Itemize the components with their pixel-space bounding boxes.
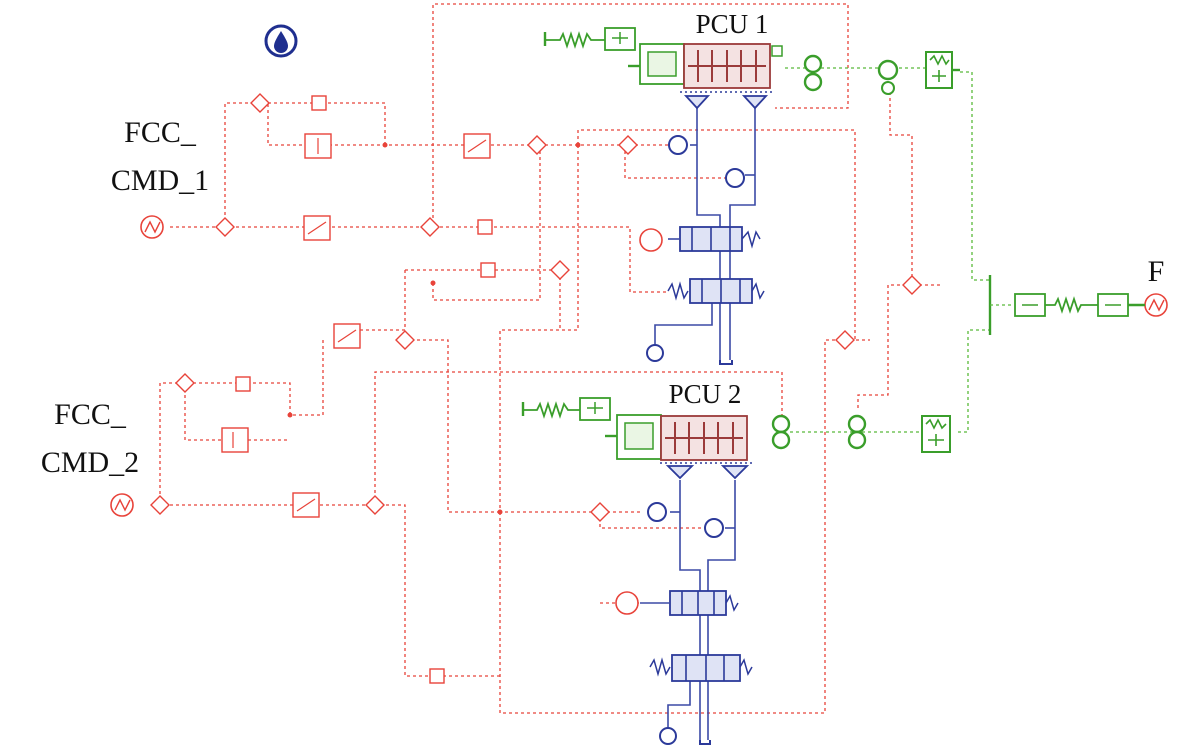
mechanical-line xyxy=(960,71,990,281)
signal-line xyxy=(432,145,541,301)
tank-icon xyxy=(659,727,677,745)
force-label: F xyxy=(1148,255,1165,288)
chamber-icon xyxy=(680,91,772,110)
signal-line xyxy=(624,145,730,179)
servo-valve-lower-2 xyxy=(649,654,753,682)
fcc-cmd2-label-line2: CMD_2 xyxy=(41,446,139,479)
sum-junction xyxy=(150,495,170,515)
signal-line xyxy=(184,383,290,441)
position-sensor-icon xyxy=(877,59,899,81)
velocity-sensor-icon xyxy=(847,430,867,450)
fcc-cmd2-label-line1: FCC_ xyxy=(54,398,127,431)
pcu2-label: PCU 2 xyxy=(669,379,742,409)
signal-line xyxy=(857,284,912,410)
servo-valve-upper xyxy=(668,226,761,252)
sum-junction-group xyxy=(150,93,922,522)
signal-line xyxy=(170,226,668,293)
pressure-sensor-icon xyxy=(647,502,667,522)
gain-block xyxy=(429,668,445,684)
sum-junction xyxy=(365,495,385,515)
gain-block xyxy=(311,95,327,111)
saturation-block xyxy=(303,215,331,241)
signal-source-group xyxy=(110,215,1168,615)
velocity-sensor-icon xyxy=(771,430,791,450)
mechanical-line xyxy=(958,329,990,433)
sum-junction xyxy=(618,135,638,155)
label-group: FCC_ CMD_1 FCC_ CMD_2 F xyxy=(41,116,1165,479)
sum-junction xyxy=(590,502,610,522)
position-sensor-icon xyxy=(847,414,867,434)
velocity-sensor-icon xyxy=(803,72,823,92)
mechanical-network xyxy=(785,67,1012,433)
pressure-sensor-icon xyxy=(668,135,688,155)
signal-line xyxy=(432,3,849,224)
spring-icon xyxy=(521,401,580,419)
constant-source-icon xyxy=(639,228,663,252)
servo-valve-lower xyxy=(667,278,765,304)
signal-line xyxy=(268,102,386,145)
saturation-block xyxy=(463,133,491,159)
signal-line xyxy=(374,371,783,505)
position-sensor-icon xyxy=(803,54,823,74)
gain-block xyxy=(480,262,496,278)
pressure-sensor-icon xyxy=(725,168,745,188)
sum-junction xyxy=(250,93,270,113)
sum-junction xyxy=(550,260,570,280)
signal-block-group xyxy=(221,95,496,684)
signal-line xyxy=(889,92,940,286)
pcu1-label: PCU 1 xyxy=(696,9,769,39)
hydraulic-line xyxy=(654,290,713,348)
spring-damper-icon xyxy=(921,415,951,453)
velocity-sensor-icon xyxy=(881,81,895,95)
sum-junction xyxy=(215,217,235,237)
servo-valve-upper-2 xyxy=(640,590,739,616)
constant-source-icon xyxy=(615,591,639,615)
sum-junction xyxy=(902,275,922,295)
sum-junction xyxy=(835,330,855,350)
position-sensor-icon xyxy=(771,414,791,434)
signal-line xyxy=(577,129,856,340)
spring-icon xyxy=(1045,296,1098,314)
fcc-cmd1-label-line2: CMD_1 xyxy=(111,164,209,197)
water-drop-icon xyxy=(264,24,298,58)
mechanical-component-group xyxy=(771,51,1145,453)
sum-junction xyxy=(420,217,440,237)
spring-damper-icon xyxy=(925,51,960,89)
signal-line xyxy=(405,339,500,513)
signal-line xyxy=(405,269,561,330)
hydraulic-line xyxy=(707,480,736,740)
gain-block xyxy=(477,219,493,235)
signal-line xyxy=(170,504,500,677)
tank-icon xyxy=(646,344,664,362)
sum-junction xyxy=(175,373,195,393)
sensor-group xyxy=(646,135,745,745)
sum-junction xyxy=(527,135,547,155)
sum-junction xyxy=(395,330,415,350)
fcc-cmd1-label-line1: FCC_ xyxy=(124,116,197,149)
pressure-sensor-icon xyxy=(704,518,724,538)
signal-line xyxy=(290,340,324,416)
signal-line xyxy=(224,102,668,227)
signal-line xyxy=(340,270,406,331)
chamber-icon xyxy=(660,462,752,480)
gain-block xyxy=(235,376,251,392)
spring-icon xyxy=(543,31,605,49)
gain-block xyxy=(221,427,249,453)
signal-network xyxy=(159,3,940,714)
hydraulic-line xyxy=(667,680,691,728)
pcu2-assembly: PCU 2 xyxy=(521,379,752,480)
signal-line xyxy=(159,382,291,500)
pcu1-assembly: PCU 1 xyxy=(543,9,783,110)
